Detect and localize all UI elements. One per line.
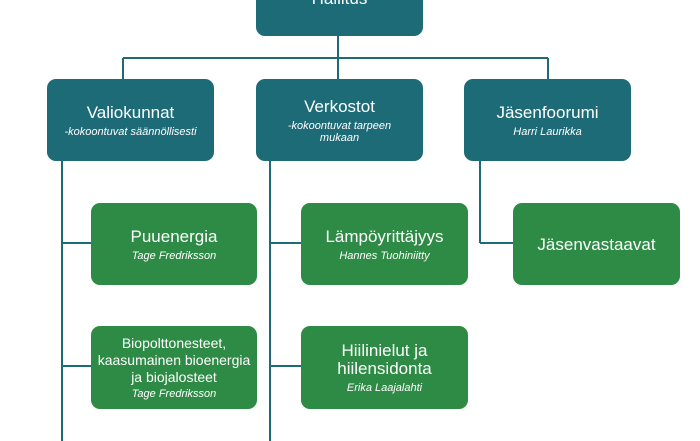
- group-title: Hiilinielut ja hiilensidonta: [337, 340, 432, 378]
- group-subtitle: Erika Laajalahti: [346, 381, 423, 394]
- group-node-biopolttonesteet: Biopolttonesteet, kaasumainen bioenergia…: [91, 326, 257, 409]
- root-title: Hallitus: [312, 0, 368, 8]
- group-subtitle: Hannes Tuohiniitty: [339, 249, 430, 262]
- group-node-hiilinielut: Hiilinielut ja hiilensidonta Erika Laaja…: [301, 326, 468, 409]
- group-title: Lämpöyrittäjyys: [325, 226, 444, 246]
- group-title: Jäsenvastaavat: [537, 234, 656, 254]
- group-node-jasenvastaavat: Jäsenvastaavat: [513, 203, 680, 285]
- group-title: Biopolttonesteet, kaasumainen bioenergia…: [97, 335, 251, 385]
- branch-node-verkostot: Verkostot -kokoontuvat tarpeen mukaan: [256, 79, 423, 161]
- group-title: Puuenergia: [130, 226, 218, 246]
- branch-subtitle: -kokoontuvat säännöllisesti: [64, 125, 197, 138]
- branch-subtitle: -kokoontuvat tarpeen mukaan: [287, 119, 392, 144]
- branch-title: Verkostot: [304, 96, 375, 116]
- group-subtitle: Tage Fredriksson: [131, 249, 217, 262]
- branch-title: Valiokunnat: [86, 102, 175, 122]
- group-node-lampoyrittajyys: Lämpöyrittäjyys Hannes Tuohiniitty: [301, 203, 468, 285]
- branch-title: Jäsenfoorumi: [496, 102, 599, 122]
- branch-subtitle: Harri Laurikka: [513, 125, 582, 138]
- group-node-puuenergia: Puuenergia Tage Fredriksson: [91, 203, 257, 285]
- root-node-hallitus: Hallitus: [256, 0, 423, 36]
- branch-node-jasenfoorumi: Jäsenfoorumi Harri Laurikka: [464, 79, 631, 161]
- group-subtitle: Tage Fredriksson: [131, 388, 217, 400]
- branch-node-valiokunnat: Valiokunnat -kokoontuvat säännöllisesti: [47, 79, 214, 161]
